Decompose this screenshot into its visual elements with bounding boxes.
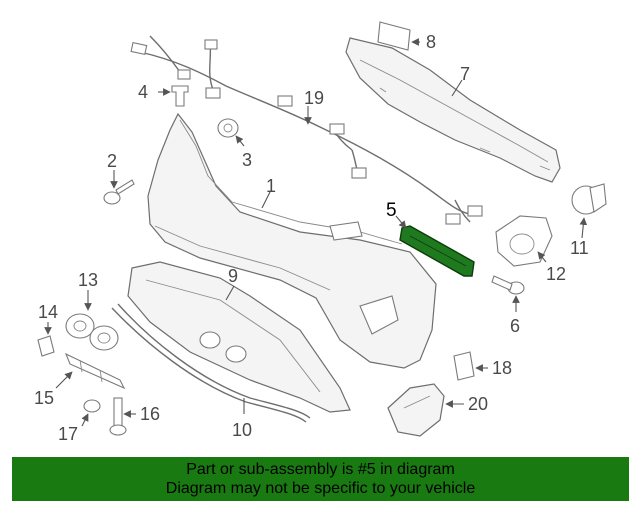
callout-2: 2	[107, 151, 117, 171]
bumper-cover	[147, 112, 437, 369]
callout-16: 16	[140, 404, 160, 424]
callout-7: 7	[460, 64, 470, 84]
sensor-bracket-13	[65, 313, 119, 351]
callout-14: 14	[38, 302, 58, 322]
screw-part-2	[103, 179, 135, 205]
nut-part-3	[217, 118, 239, 138]
bolt-part-16	[109, 397, 127, 436]
retainer-part-15	[64, 352, 126, 390]
callout-15: 15	[34, 388, 54, 408]
callout-5-highlighted: 5	[386, 200, 397, 221]
reinforcement-beam	[345, 37, 561, 183]
parts-diagram: 1 2 3 4 5 6 7 8 9 10 11 12 13 14 15 16 1…	[34, 21, 607, 444]
nut-part-17	[83, 399, 101, 413]
pad-part	[377, 21, 411, 51]
callout-11: 11	[570, 238, 589, 258]
banner-line-1: Part or sub-assembly is #5 in diagram	[186, 461, 455, 478]
bracket-part-20	[387, 383, 445, 437]
lower-valance-9	[127, 261, 351, 413]
callout-9: 9	[228, 266, 238, 286]
callout-1: 1	[266, 176, 276, 196]
callout-3: 3	[242, 150, 252, 170]
callout-19: 19	[304, 88, 324, 108]
callout-8: 8	[426, 32, 436, 52]
lamp-part-11	[571, 183, 607, 215]
seal-strip-10	[111, 303, 311, 423]
callout-10: 10	[232, 420, 252, 440]
info-banner: Part or sub-assembly is #5 in diagram Di…	[12, 457, 629, 501]
callout-20: 20	[468, 394, 488, 414]
highlighted-part-5	[399, 225, 475, 277]
callout-17: 17	[58, 424, 78, 444]
leader-lines	[44, 38, 588, 427]
connector-part-18	[453, 351, 475, 381]
callout-6: 6	[510, 316, 520, 336]
callout-13: 13	[78, 270, 98, 290]
callout-12: 12	[546, 264, 566, 284]
callout-labels: 1 2 3 4 5 6 7 8 9 10 11 12 13 14 15 16 1…	[34, 32, 589, 444]
banner-line-2: Diagram may not be specific to your vehi…	[165, 480, 476, 497]
callout-4: 4	[138, 82, 148, 102]
wiring-harness	[130, 35, 483, 225]
bolt-part-6	[491, 275, 525, 295]
sensor-part-14	[37, 335, 55, 357]
callout-18: 18	[492, 358, 512, 378]
clip-part-4	[171, 85, 189, 107]
